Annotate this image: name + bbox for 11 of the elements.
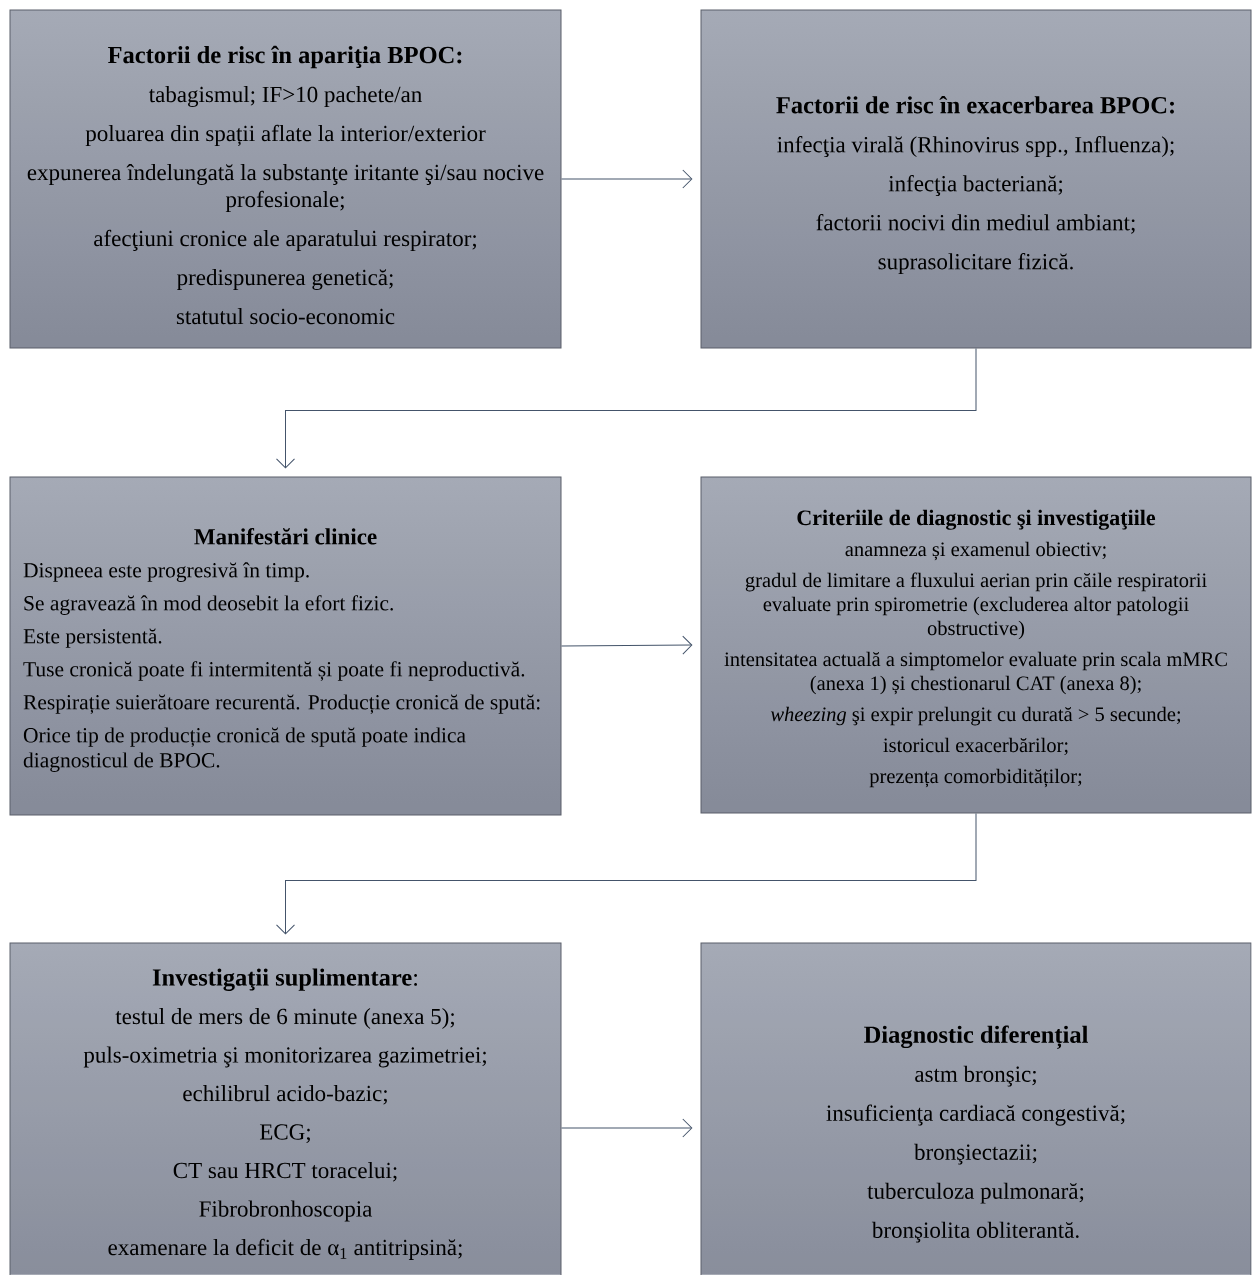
- arrow: [276, 348, 977, 469]
- process-box: Investigaţii suplimentare: testul de mers de 6 minute (anexa 5); puls-oximetria şi monitorizarea gazimetriei; echilibrul acido-bazic; ECG; CT sau HRCT toracelui; Fibrobronhoscopia examenare la deficit de α$_{1}$ antitripsină;: [9, 942, 562, 1275]
- process-box: Diagnostic diferențial astm bronşic; insuficienţa cardiacă congestivă; bronşiectazii; tuberculoza pulmonară; bronşiolita obliterantă.: [700, 942, 1252, 1275]
- arrow: [561, 169, 693, 189]
- arrow: [561, 1118, 693, 1138]
- process-box: Manifestări clinice Dispneea este progresivă în timp. Se agravează în mod deosebit la efort fizic. Este persistentă. Tuse cronică poate fi intermitentă și poate fi neproductivă. Respirație suierătoare recurentă. Producție cronică de spută: Orice tip de producție cronică de spută poate indica diagnosticul de BPOC.: [9, 476, 562, 816]
- arrow: [561, 635, 693, 655]
- process-box: Factorii de risc în apariţia BPOC: tabagismul; IF>10 pachete/an poluarea din spații aflate la interior/exterior expunerea îndelungată la substanţe iritante şi/sau nocive profesionale; afecţiuni cronice ale aparatului respirator; predispunerea genetică; statutul socio-economic: [9, 9, 562, 349]
- arrow: [276, 813, 977, 935]
- process-box: Factorii de risc în exacerbarea BPOC: infecţia virală (Rhinovirus spp., Influenza); infecţia bacteriană; factorii nocivi din mediul ambiant; suprasolicitare fizică.: [700, 9, 1252, 349]
- process-box: Criteriile de diagnostic şi investigaţiile anamneza și examenul obiectiv; gradul de limitare a fluxului aerian prin căile respiratorii evaluate prin spirometrie (excluderea altor patologii obstructive) intensitatea actuală a simptomelor evaluate prin scala mMRC (anexa 1) și chestionarul CAT (anexa 8); wheezing şi expir prelungit cu durată > 5 secunde; istoricul exacerbărilor; prezența comorbidităților;: [700, 476, 1252, 814]
